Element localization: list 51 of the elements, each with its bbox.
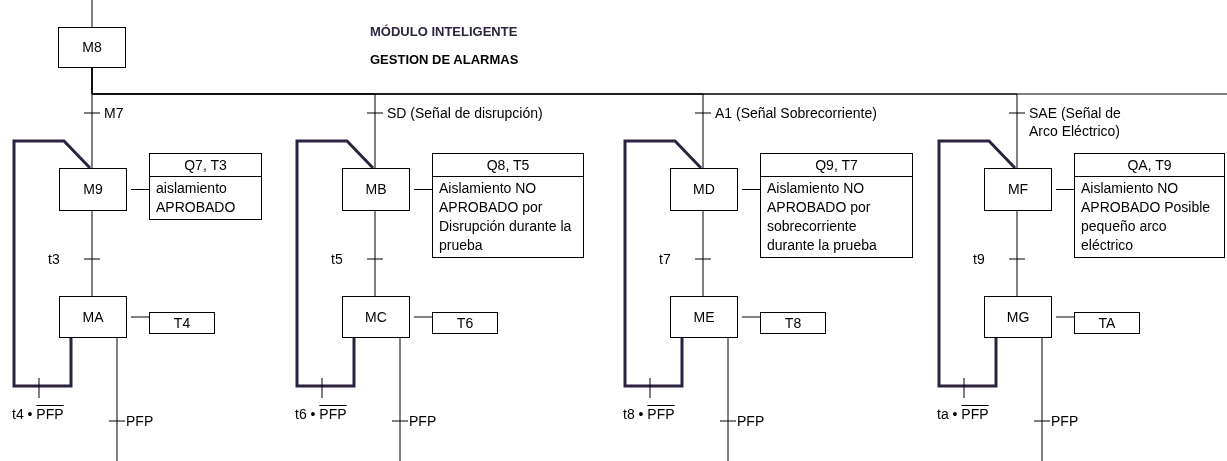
connector-line: [130, 316, 150, 318]
step-box: MC: [342, 296, 410, 338]
action-header: Q7, T3: [150, 154, 261, 177]
step-box: MA: [59, 296, 127, 338]
action-box: [760, 153, 913, 258]
action-description: Aislamiento NO APROBADO por sobrecorriente durante la prueba: [766, 179, 878, 255]
step-box: MB: [342, 168, 410, 211]
timer-box: T6: [432, 312, 498, 334]
connector-line: [399, 337, 401, 461]
connector-line: [741, 316, 761, 318]
connector-line: [623, 139, 703, 388]
connector-line: [1055, 189, 1075, 190]
connector-line: [1041, 337, 1043, 461]
action-box: [432, 153, 584, 258]
action-box: [149, 153, 262, 220]
connector-line: [374, 210, 376, 297]
connector-line: [295, 139, 375, 388]
action-description: Aislamiento NO APROBADO Posible pequeño arco eléctrico: [1080, 179, 1212, 255]
action-header: Q9, T7: [761, 154, 912, 177]
title-text: MÓDULO INTELIGENTE: [370, 23, 518, 41]
connector-line: [12, 139, 92, 388]
step-box: MG: [984, 296, 1052, 338]
timer-box: T4: [149, 312, 215, 334]
timer-box: T8: [760, 312, 826, 334]
connector-line: [91, 210, 93, 297]
subtitle-text: GESTION DE ALARMAS: [370, 51, 519, 69]
connector-line: [741, 189, 761, 190]
connector-line: [91, 67, 1018, 169]
connector-line: [130, 189, 150, 190]
step-box: M8: [58, 27, 126, 68]
step-box: MD: [670, 168, 738, 211]
connector-line: [413, 189, 433, 190]
connector-line: [702, 210, 704, 297]
action-header: QA, T9: [1075, 154, 1224, 177]
step-box: ME: [670, 296, 738, 338]
step-box: M9: [59, 168, 127, 211]
connector-line: [727, 337, 729, 461]
action-description: Aislamiento NO APROBADO por Disrupción durante la prueba: [438, 179, 573, 255]
action-box: [1074, 153, 1225, 258]
connector-line: [116, 337, 118, 461]
transition-condition: A1 (Señal Sobrecorriente): [715, 104, 877, 122]
connector-line: [1016, 210, 1018, 297]
connector-line: [1055, 316, 1075, 318]
timer-box: TA: [1074, 312, 1140, 334]
action-description: aislamiento APROBADO: [155, 179, 237, 217]
action-header: Q8, T5: [433, 154, 583, 177]
connector-line: [937, 139, 1017, 388]
connector-line: [413, 316, 433, 318]
connector-line: [91, 0, 93, 28]
transition-condition: SD (Señal de disrupción): [387, 104, 543, 122]
step-box: MF: [984, 168, 1052, 211]
